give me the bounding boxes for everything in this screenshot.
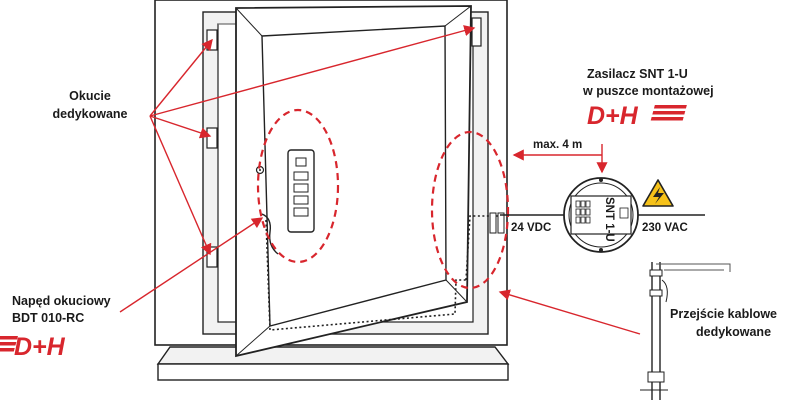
power-supply-label-line1: Zasilacz SNT 1-U <box>587 67 688 81</box>
fittings-label-line2: dedykowane <box>52 107 127 121</box>
distance-indicator: max. 4 m <box>512 139 608 174</box>
brand-logo-stripes <box>650 105 687 121</box>
voltage-high-label: 230 VAC <box>642 222 688 234</box>
label-fittings: Okucie dedykowane <box>52 25 476 256</box>
terminal-block <box>575 200 591 224</box>
highlight-ellipses <box>256 108 510 290</box>
brand-logo-actuator: D+H <box>14 333 66 361</box>
cable-path <box>265 212 505 331</box>
window-sill <box>156 346 510 381</box>
power-supply-box: SNT 1-U <box>500 177 705 253</box>
voltage-low-label: 24 VDC <box>511 222 551 234</box>
cable-transition-label-line1: Przejście kablowe <box>670 307 777 321</box>
cable-transition-label-line2: dedykowane <box>696 325 771 339</box>
brand-logo-power-supply: D+H <box>587 102 639 130</box>
actuator-label-line1: Napęd okuciowy <box>12 294 111 308</box>
label-power-supply: Zasilacz SNT 1-U w puszce montażowej D+H <box>582 67 714 130</box>
cable-transition-drawing <box>640 262 731 400</box>
brand-logo-stripes <box>0 336 18 352</box>
window-sash <box>235 5 472 358</box>
label-cable-transition: Przejście kablowe dedykowane <box>498 289 777 339</box>
actuator-label-line2: BDT 010-RC <box>12 311 84 325</box>
actuator-unit <box>255 149 315 255</box>
distance-label: max. 4 m <box>533 139 582 151</box>
label-actuator: Napęd okuciowy BDT 010-RC D+H <box>0 217 264 361</box>
fittings-label-line1: Okucie <box>69 89 111 103</box>
high-voltage-warning-icon <box>642 179 674 207</box>
power-supply-label-line2: w puszce montażowej <box>582 84 714 98</box>
device-name-label: SNT 1-U <box>603 197 615 242</box>
